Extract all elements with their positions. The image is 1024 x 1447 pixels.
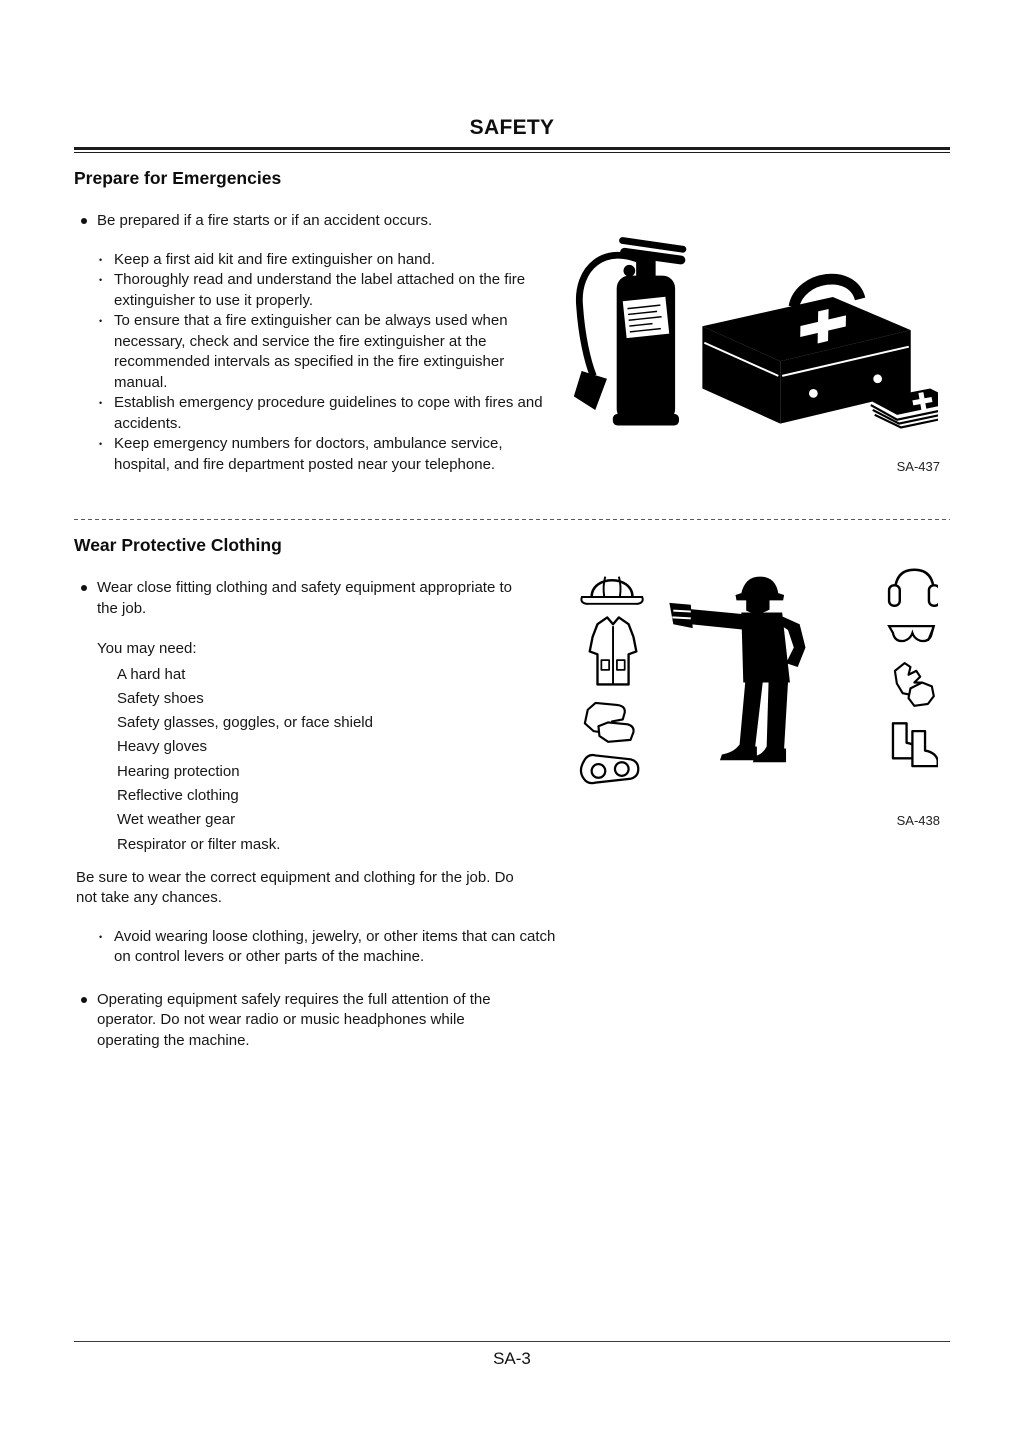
bullet-item: Be prepared if a fire starts or if an ac… <box>81 211 556 232</box>
page-number: SA-3 <box>493 1349 531 1368</box>
needs-list: A hard hat Safety shoes Safety glasses, … <box>117 663 556 857</box>
prepare-text-column: Be prepared if a fire starts or if an ac… <box>74 189 556 475</box>
list-item: Safety glasses, goggles, or face shield <box>117 714 373 732</box>
figure-caption: SA-438 <box>896 813 940 828</box>
bullet-text: Wear close fitting clothing and safety e… <box>97 579 512 617</box>
fire-extinguisher-icon <box>573 237 687 426</box>
emergency-equipment-illustration <box>573 237 938 429</box>
list-item: A hard hat <box>117 665 186 683</box>
list-item: Respirator or filter mask. <box>117 835 281 853</box>
page-title: SAFETY <box>469 116 555 139</box>
hard-hat-icon <box>580 576 644 605</box>
bullet-item: Operating equipment safely requires the … <box>81 990 556 1052</box>
section-title: Wear Protective Clothing <box>74 535 282 555</box>
list-item: Keep emergency numbers for doctors, ambu… <box>99 434 556 475</box>
worker-icon <box>669 576 806 763</box>
bullet-text: Operating equipment safely requires the … <box>97 990 491 1049</box>
page-footer: SA-3 <box>74 1341 950 1369</box>
section-divider <box>74 519 950 520</box>
section-prepare-for-emergencies: Prepare for Emergencies Be prepared if a… <box>74 168 950 475</box>
clothing-figure-column: SA-438 <box>556 556 950 828</box>
bullet-item: Wear close fitting clothing and safety e… <box>81 578 556 619</box>
bullet-text: Be prepared if a fire starts or if an ac… <box>97 212 433 229</box>
boots-icon <box>891 722 938 768</box>
list-item: Keep a first aid kit and fire extinguish… <box>99 250 556 271</box>
list-item: Reflective clothing <box>117 786 239 804</box>
flat-first-aid-kit-icon <box>869 388 938 429</box>
list-item: Safety shoes <box>117 689 204 707</box>
emergency-equipment-figure: SA-437 <box>556 217 950 474</box>
protective-clothing-figure: SA-438 <box>556 562 950 828</box>
list-item: Avoid wearing loose clothing, jewelry, o… <box>99 927 556 968</box>
work-gloves-icon <box>583 701 635 743</box>
goggles-icon <box>579 753 640 785</box>
list-item: Hearing protection <box>117 762 240 780</box>
ear-muffs-icon <box>887 568 938 607</box>
section-title: Prepare for Emergencies <box>74 168 282 188</box>
note-paragraph: Be sure to wear the correct equipment an… <box>76 868 514 907</box>
protective-clothing-illustration <box>579 568 938 785</box>
list-item: To ensure that a fire extinguisher can b… <box>99 311 556 393</box>
safety-glasses-icon <box>887 625 936 643</box>
safety-vest-icon <box>588 616 638 686</box>
section-wear-protective-clothing: Wear Protective Clothing Wear close fitt… <box>74 535 950 1051</box>
footer-rule <box>74 1341 950 1342</box>
prepare-sub-list: Keep a first aid kit and fire extinguish… <box>99 250 556 476</box>
list-item: Wet weather gear <box>117 811 236 829</box>
list-item: Thoroughly read and understand the label… <box>99 270 556 311</box>
figure-caption: SA-437 <box>896 459 940 474</box>
prepare-figure-column: SA-437 <box>556 189 950 474</box>
clothing-sub-list: Avoid wearing loose clothing, jewelry, o… <box>99 927 556 968</box>
list-item: Establish emergency procedure guidelines… <box>99 393 556 434</box>
needs-intro: You may need: <box>97 640 197 657</box>
clothing-text-column: Wear close fitting clothing and safety e… <box>74 556 556 1051</box>
list-item: Heavy gloves <box>117 738 208 756</box>
header-rule <box>74 147 950 153</box>
gloves-icon <box>893 662 935 707</box>
